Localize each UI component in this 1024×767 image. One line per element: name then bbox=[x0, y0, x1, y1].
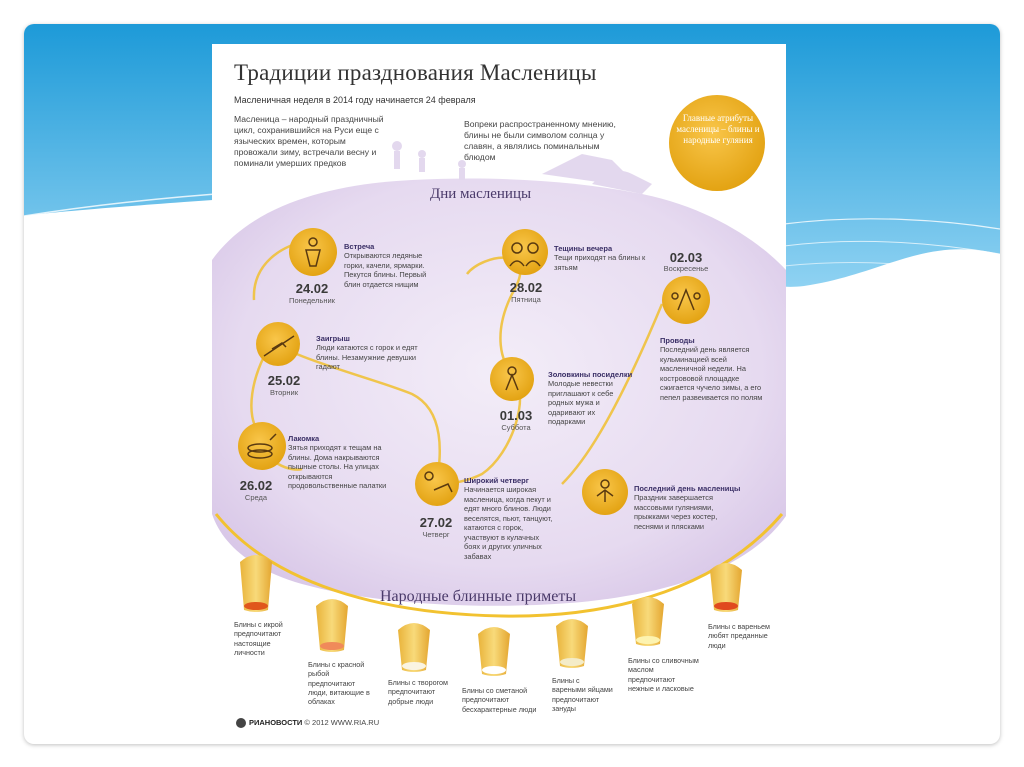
badge-text: Главные атрибуты масленицы – блины и нар… bbox=[676, 113, 760, 145]
presentation-slide: Традиции празднования Масленицы Масленич… bbox=[24, 24, 1000, 744]
coin-sunday bbox=[662, 276, 710, 324]
weekday-thursday: Четверг bbox=[422, 530, 450, 539]
sign-caption-salmon: Блины с красной рыбой предпочитают люди,… bbox=[308, 660, 370, 707]
day-thursday: Широкий четверг Начинается широкая масле… bbox=[464, 476, 556, 561]
credit-line: РИАНОВОСТИ © 2012 WWW.RIA.RU bbox=[236, 718, 380, 729]
day-name: Последний день масленицы bbox=[634, 484, 741, 493]
day-monday: Встреча Открываются ледяные горки, качел… bbox=[344, 242, 444, 289]
day-last: Последний день масленицы Праздник заверш… bbox=[634, 484, 764, 531]
day-desc: Люди катаются с горок и едят блины. Неза… bbox=[316, 343, 418, 371]
bonfire-effigy-icon bbox=[671, 287, 701, 311]
weekday-saturday: Суббота bbox=[501, 423, 531, 432]
coin-thursday bbox=[415, 462, 459, 506]
dancer-icon bbox=[596, 479, 614, 502]
poster-title: Традиции празднования Масленицы bbox=[234, 60, 597, 85]
infographic-artwork bbox=[212, 95, 786, 676]
day-name: Лакомка bbox=[288, 434, 320, 443]
day-desc: Тещи приходят на блины к зятьям bbox=[554, 253, 646, 272]
sign-caption-cottage-cheese: Блины с творогом предпочитают добрые люд… bbox=[388, 678, 448, 706]
pancake-stack-icon bbox=[247, 433, 277, 459]
sign-caption-butter: Блины со сливочным маслом предпочитают н… bbox=[628, 656, 699, 693]
weekday-tuesday: Вторник bbox=[269, 388, 299, 397]
credit-text: © 2012 WWW.RIA.RU bbox=[304, 718, 380, 727]
day-desc: Открываются ледяные горки, качели, ярмар… bbox=[344, 251, 427, 289]
weekday-friday: Пятница bbox=[511, 295, 541, 304]
infographic-poster: Традиции празднования Масленицы Масленич… bbox=[212, 44, 786, 741]
coin-tuesday bbox=[256, 322, 300, 366]
day-name: Тещины вечера bbox=[554, 244, 613, 253]
sign-caption-jam: Блины с вареньем любят преданные люди bbox=[708, 622, 770, 650]
ria-logo-icon bbox=[236, 718, 246, 729]
day-tuesday: Заигрыш Люди катаются с горок и едят бли… bbox=[316, 334, 426, 372]
day-saturday: Золовкины посиделки Молодые невестки при… bbox=[548, 370, 634, 427]
weekday-sunday: Воскресенье bbox=[663, 264, 709, 273]
day-desc: Молодые невестки приглашают к себе родны… bbox=[548, 379, 614, 426]
day-name: Встреча bbox=[344, 242, 375, 251]
pancake-cones bbox=[240, 555, 742, 676]
coin-saturday bbox=[490, 357, 534, 401]
date-wednesday: 26.02 bbox=[239, 478, 273, 493]
credit-brand: РИАНОВОСТИ bbox=[249, 718, 303, 727]
coin-monday bbox=[289, 228, 337, 276]
intro-right: Вопреки распространенному мнению, блины … bbox=[464, 119, 616, 162]
poster-subtitle: Масленичная неделя в 2014 году начинаетс… bbox=[234, 95, 476, 105]
badge-coin bbox=[669, 95, 765, 191]
intro-left: Масленица – народный праздничный цикл, с… bbox=[234, 114, 384, 168]
couple-portrait-icon bbox=[509, 242, 541, 267]
date-sunday: 02.03 bbox=[669, 250, 703, 265]
coin-friday bbox=[502, 229, 548, 275]
day-desc: Праздник завершается массовыми гуляниями… bbox=[634, 493, 718, 531]
date-tuesday: 25.02 bbox=[267, 373, 301, 388]
date-monday: 24.02 bbox=[295, 281, 329, 296]
sign-caption-caviar: Блины с икрой предпочитают настоящие лич… bbox=[234, 620, 283, 657]
date-friday: 28.02 bbox=[509, 280, 543, 295]
day-name: Широкий четверг bbox=[464, 476, 529, 485]
festival-silhouettes bbox=[392, 141, 652, 194]
day-friday: Тещины вечера Тещи приходят на блины к з… bbox=[554, 244, 646, 272]
sign-caption-sour-cream: Блины со сметаной предпочитают бесхаракт… bbox=[462, 686, 537, 714]
troika-sun-icon bbox=[424, 471, 453, 493]
date-thursday: 27.02 bbox=[419, 515, 453, 530]
day-sunday: Проводы Последний день является кульмина… bbox=[660, 336, 770, 402]
weekday-monday: Понедельник bbox=[289, 296, 335, 305]
day-name: Заигрыш bbox=[316, 334, 350, 343]
day-name: Проводы bbox=[660, 336, 695, 345]
sign-caption-eggs: Блины с вареными яйцами предпочитают зан… bbox=[552, 676, 613, 713]
sled-hill-icon bbox=[263, 335, 295, 357]
woman-gifts-icon bbox=[505, 366, 519, 391]
day-desc: Начинается широкая масленица, когда пеку… bbox=[464, 485, 553, 561]
day-desc: Последний день является кульминацией все… bbox=[660, 345, 763, 402]
day-wednesday: Лакомка Зятья приходят к тещам на блины.… bbox=[288, 434, 394, 491]
date-saturday: 01.03 bbox=[499, 408, 533, 423]
days-title: Дни масленицы bbox=[430, 186, 532, 202]
day-name: Золовкины посиделки bbox=[548, 370, 633, 379]
wooden-doll-icon bbox=[305, 237, 321, 267]
weekday-wednesday: Среда bbox=[244, 493, 268, 502]
day-desc: Зятья приходят к тещам на блины. Дома на… bbox=[288, 443, 387, 490]
coin-wednesday bbox=[238, 422, 286, 470]
signs-title: Народные блинные приметы bbox=[380, 588, 577, 605]
